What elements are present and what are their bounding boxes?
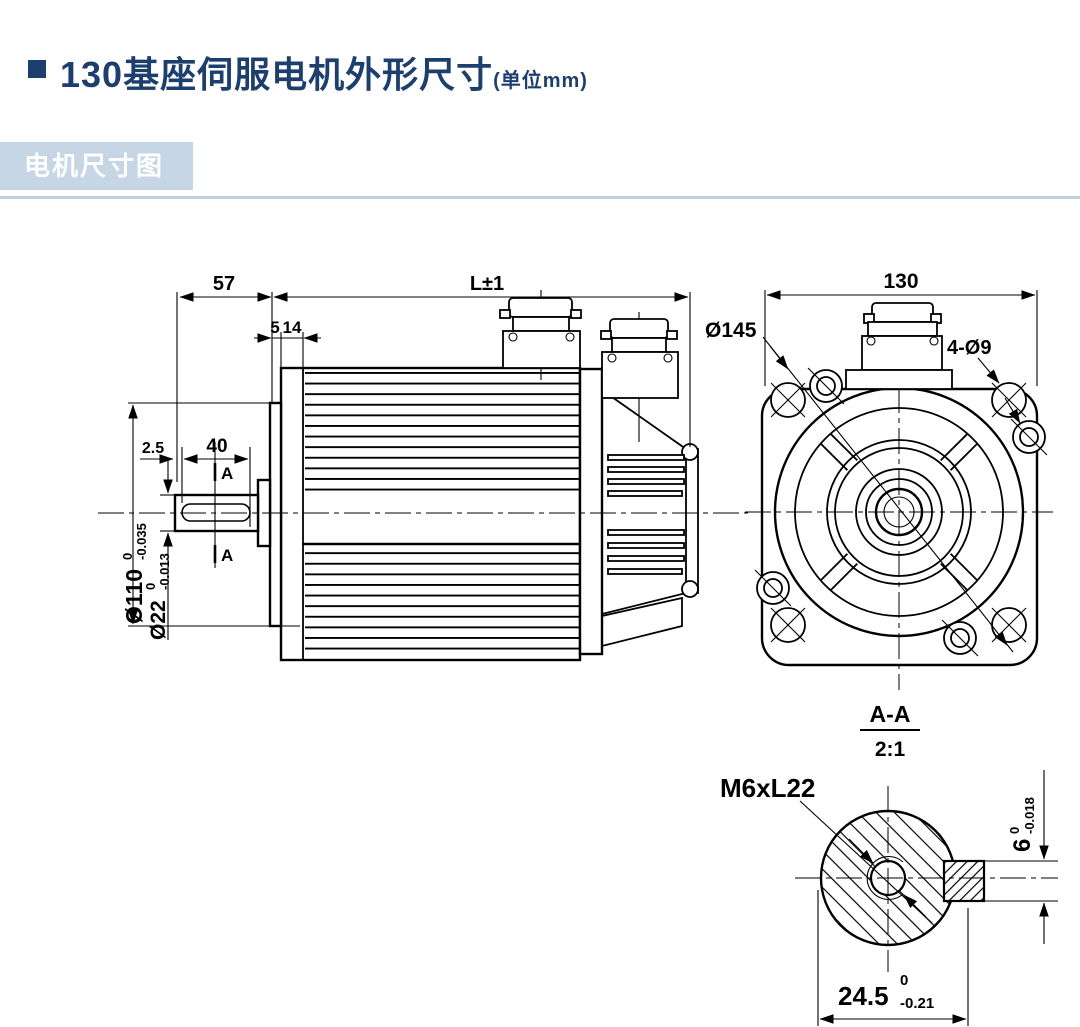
motor-body (279, 366, 604, 662)
svg-text:-0.035: -0.035 (134, 523, 149, 560)
dim-L: L±1 (273, 273, 691, 447)
flange-spigot (268, 401, 283, 628)
dim-thread: M6xL22 (720, 773, 933, 924)
dim-2-5: 2.5 (140, 440, 174, 464)
section-mark-a-bottom: A (221, 546, 233, 565)
key-section (942, 859, 986, 903)
section-badge: 电机尺寸图 (0, 142, 193, 190)
svg-text:M6xL22: M6xL22 (720, 773, 815, 803)
svg-text:-0.013: -0.013 (157, 553, 172, 590)
connector-2 (600, 312, 679, 442)
dim-5-14: 5 14 (254, 318, 321, 403)
unit-suffix: (单位mm) (493, 70, 588, 92)
svg-text:130: 130 (883, 270, 918, 293)
body-fins-bottom (305, 548, 579, 657)
dim-6: 6 0 -0.018 (984, 770, 1058, 944)
svg-text:0: 0 (900, 972, 908, 989)
svg-text:2.5: 2.5 (142, 440, 164, 457)
section-scale: 2:1 (875, 738, 906, 761)
rear-plate (578, 367, 604, 656)
page-header: 130基座伺服电机外形尺寸(单位mm) (28, 46, 588, 98)
side-view-drawing: A A 57 L±1 5 14 2.5 (98, 273, 748, 662)
body-fins-top (305, 371, 579, 497)
svg-text:Ø22: Ø22 (147, 600, 170, 640)
svg-text:5: 5 (270, 318, 279, 337)
svg-text:40: 40 (206, 436, 227, 457)
section-title: A-A (870, 701, 911, 727)
svg-text:14: 14 (283, 318, 302, 337)
dim-130: 130 (764, 270, 1038, 386)
section-view-drawing: A-A 2:1 M6xL22 6 0 -0.018 (720, 701, 1058, 1026)
section-mark-a-top: A (221, 464, 233, 483)
svg-text:Ø145: Ø145 (705, 319, 757, 342)
dim-22: Ø22 0 -0.013 (143, 460, 176, 640)
svg-text:4-Ø9: 4-Ø9 (947, 337, 991, 359)
svg-text:L±1: L±1 (470, 273, 504, 295)
page-title-text: 130基座伺服电机外形尺寸 (60, 54, 494, 95)
flange-spokes (820, 433, 978, 591)
dim-145: Ø145 (705, 319, 1008, 646)
svg-text:0: 0 (1007, 827, 1022, 834)
svg-text:0: 0 (120, 553, 135, 560)
dim-24-5: 24.5 0 -0.21 (817, 890, 969, 1026)
title-bullet (28, 60, 46, 78)
connector-front (845, 302, 953, 390)
svg-text:24.5: 24.5 (838, 981, 889, 1011)
svg-text:57: 57 (213, 273, 235, 295)
svg-text:-0.21: -0.21 (900, 995, 934, 1012)
svg-text:6: 6 (1009, 839, 1036, 852)
dim-110: Ø110 0 -0.035 (120, 402, 300, 627)
divider-rule (0, 196, 1080, 199)
connector-1 (499, 290, 582, 380)
bolt-circle-line (762, 336, 1014, 653)
page-title: 130基座伺服电机外形尺寸(单位mm) (60, 46, 588, 98)
dim-4x9: 4-Ø9 (947, 337, 1021, 424)
dim-57: 57 (176, 273, 273, 482)
svg-text:0: 0 (143, 583, 158, 590)
cover-screws (754, 367, 1048, 657)
rear-housing (601, 389, 699, 648)
dim-40: 40 (181, 436, 251, 527)
svg-text:Ø110: Ø110 (121, 569, 147, 624)
front-view-drawing: 130 Ø145 4-Ø9 (705, 270, 1053, 690)
svg-text:-0.018: -0.018 (1022, 797, 1037, 834)
